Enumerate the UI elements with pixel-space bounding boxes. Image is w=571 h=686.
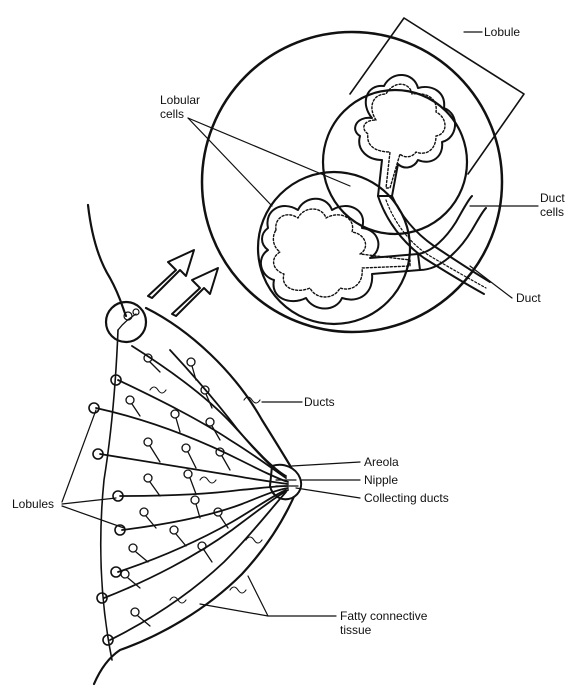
label-lobular-cells-line1: Lobular xyxy=(160,93,200,107)
label-nipple: Nipple xyxy=(364,473,398,487)
label-fatty-line1: Fatty connective xyxy=(340,609,428,623)
label-lobular-cells-line2: cells xyxy=(160,107,184,121)
label-duct-cells-line1: Duct xyxy=(540,191,565,205)
magnify-arrows xyxy=(148,250,218,316)
label-lobules: Lobules xyxy=(12,497,54,511)
small-lobule-glyph xyxy=(118,309,139,330)
magnified-duct xyxy=(378,196,490,294)
label-collecting-ducts: Collecting ducts xyxy=(364,491,449,505)
label-ducts: Ducts xyxy=(304,395,335,409)
labels: Lobule Lobular cells Duct cells Duct Duc… xyxy=(12,25,565,637)
lower-lobule-circle xyxy=(258,172,410,324)
label-lobule: Lobule xyxy=(484,25,520,39)
upper-lobule-clover xyxy=(355,75,455,196)
upper-lobule-circle xyxy=(323,90,467,234)
label-areola: Areola xyxy=(364,455,399,469)
label-duct-cells-line2: cells xyxy=(540,205,564,219)
duct-tree xyxy=(89,346,288,645)
label-duct: Duct xyxy=(516,291,541,305)
magnify-large-circle xyxy=(202,32,502,332)
label-fatty-line2: tissue xyxy=(340,623,372,637)
